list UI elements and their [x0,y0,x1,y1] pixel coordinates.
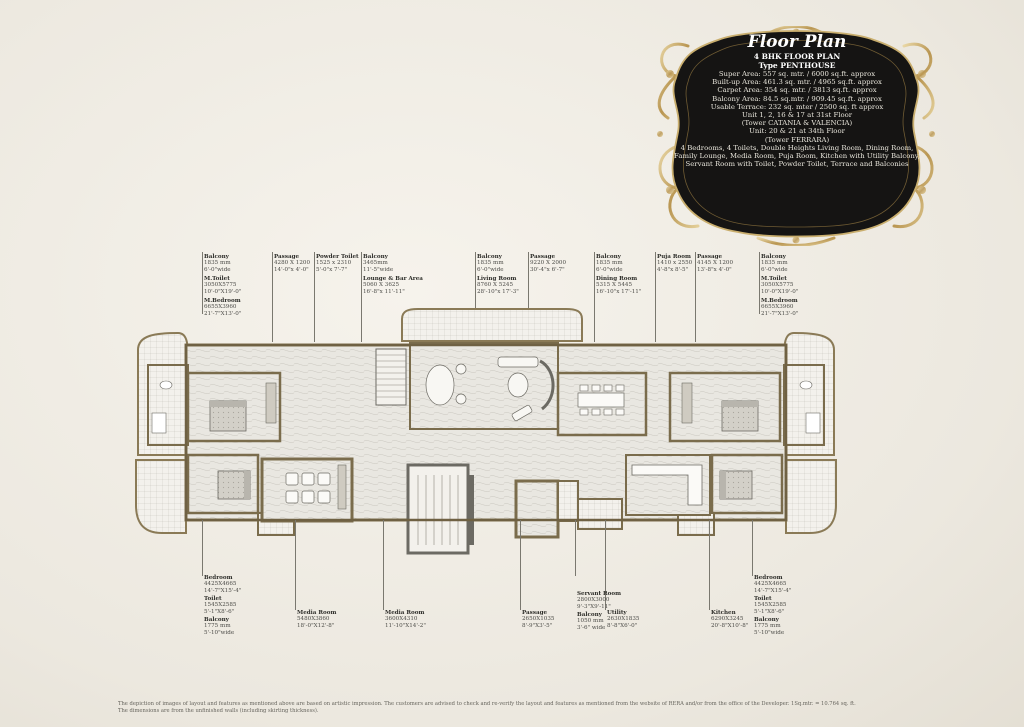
leader-line [475,252,476,342]
disclaimer-line: The dimensions are from the unfinished w… [118,707,319,714]
leader-line [528,252,529,342]
unit-line: (Tower FERRARA) [764,135,830,144]
area-line: Super Area: 557 sq. mtr. / 6000 sq.ft. a… [718,70,876,78]
leader-line [383,520,384,610]
floor-plan-title: Floor Plan [747,32,847,52]
badge-text: Floor Plan 4 BHK FLOOR PLAN Type PENTHOU… [672,30,922,168]
leader-line [361,252,362,342]
area-line: Balcony Area: 84.5 sq.mtr. / 909.45 sq.f… [712,94,882,103]
leader-line [709,520,710,610]
leader-line [295,520,296,610]
floor-plan-drawing [135,308,837,555]
area-line: Built-up Area: 461.3 sq. mtr. / 4965 sq.… [712,78,882,87]
unit-line: Unit: 20 & 21 at 34th Floor [749,127,845,136]
ornamental-badge [657,26,935,246]
plan-description: 4 Bedrooms, 4 Toilets, Double Heights Li… [674,143,920,169]
leader-line [202,252,203,314]
leader-line [202,520,203,576]
unit-line: Unit 1, 2, 16 & 17 at 31st Floor [741,111,853,120]
leader-line [314,252,315,342]
unit-line: (Tower CATANIA & VALENCIA) [741,119,853,128]
plan-subtitle: 4 BHK FLOOR PLAN [753,52,841,61]
area-line: Usable Terrace: 232 sq. mter / 2500 sq. … [710,102,884,111]
area-line: Carpet Area: 354 sq. mtr. / 3813 sq.ft. … [717,86,877,95]
leader-line [759,252,760,314]
disclaimer-line: The depiction of images of layout and fe… [118,701,856,707]
leader-line [605,520,606,610]
leader-line [695,252,696,342]
plan-type: Type PENTHOUSE [758,61,836,70]
leader-line [655,252,656,342]
leader-line [520,520,521,610]
leader-line [594,252,595,342]
leader-line [575,520,576,576]
disclaimer: The depiction of images of layout and fe… [118,701,908,714]
leader-line [272,252,273,342]
leader-line [752,520,753,576]
